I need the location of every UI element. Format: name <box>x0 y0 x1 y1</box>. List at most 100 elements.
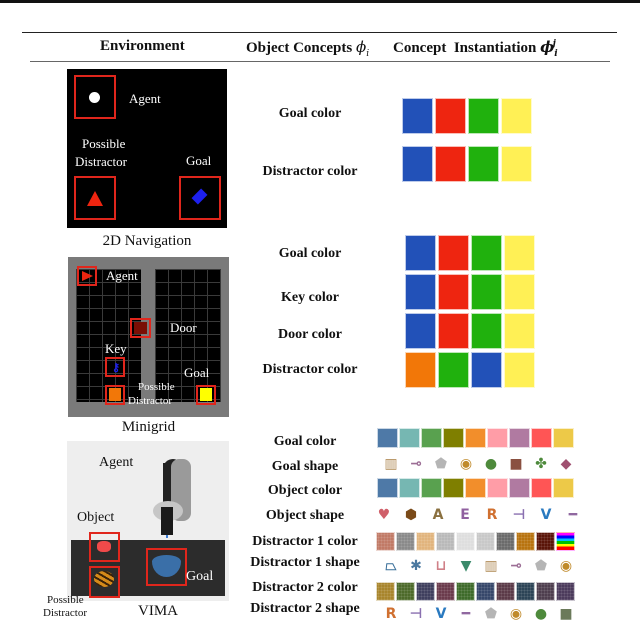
color-swatch <box>501 98 532 134</box>
distractor-label-1: Possible <box>138 381 175 393</box>
block-L-icon: ⊣ <box>512 507 526 523</box>
triangle-icon: ▼ <box>460 558 472 574</box>
color-swatch <box>377 478 398 498</box>
color-swatch <box>531 478 552 498</box>
color-swatch <box>471 313 502 349</box>
letter-R-icon: R <box>385 606 397 622</box>
concept-label: Distractor 2 color <box>252 580 358 595</box>
ring-icon: ◉ <box>459 456 473 472</box>
key-box <box>105 357 125 377</box>
color-swatch <box>402 98 433 134</box>
triangle-icon <box>87 191 103 206</box>
flower-icon: ✤ <box>535 456 547 472</box>
color-swatch <box>405 313 436 349</box>
distractor-box <box>74 176 116 220</box>
minigrid-image: Agent Door Key ⚷ Goal Possible Distracto… <box>68 257 229 417</box>
caption-minigrid: Minigrid <box>121 419 176 435</box>
texture-swatch <box>496 532 515 551</box>
distractor-label-2: Distractor <box>43 607 87 619</box>
concept-label: Object color <box>267 483 343 498</box>
texture-swatch <box>396 582 415 601</box>
texture-swatch <box>416 532 435 551</box>
phi-symbol: ϕi <box>355 38 370 59</box>
distractor-label-1: Possible <box>82 136 126 151</box>
color-swatch <box>471 274 502 310</box>
agent-box <box>77 266 97 286</box>
color-swatch <box>553 478 574 498</box>
concept-label: Distractor 2 shape <box>250 601 360 616</box>
concept-label: Distractor 1 shape <box>250 555 360 570</box>
color-swatch <box>438 313 469 349</box>
concept-label: Goal shape <box>271 459 339 474</box>
color-swatch <box>509 428 530 448</box>
key-label: Key <box>105 341 127 356</box>
distractor-box <box>105 385 125 405</box>
color-swatch <box>471 352 502 388</box>
color-swatch <box>443 478 464 498</box>
round-pattern-icon: ● <box>534 606 548 622</box>
frame-icon: ⏢ <box>385 558 397 574</box>
header-concept-instantiation: Concept Instantiation ϕij <box>393 38 558 59</box>
letter-R-icon: R <box>486 507 498 523</box>
letter-V-icon: V <box>435 606 447 622</box>
texture-swatch <box>396 532 415 551</box>
texture-swatch <box>436 532 455 551</box>
pan-icon: ⊸ <box>510 558 522 574</box>
concept-label: Distractor color <box>262 362 358 377</box>
nav2d-image: Agent Possible Distractor Goal <box>67 69 227 228</box>
header-environment: Environment <box>100 38 185 54</box>
color-swatch <box>504 235 535 271</box>
texture-swatch <box>496 582 515 601</box>
container-icon: ■ <box>509 456 523 472</box>
color-swatch <box>377 428 398 448</box>
texture-swatch <box>536 582 555 601</box>
goal-box <box>179 176 221 220</box>
block-L-icon: ⊣ <box>409 606 423 622</box>
robot-gripper <box>161 507 173 535</box>
color-swatch <box>468 98 499 134</box>
door-icon <box>134 322 147 334</box>
agent-box <box>74 75 116 119</box>
gripper-tip <box>166 535 168 538</box>
door-box <box>130 318 151 338</box>
color-swatch <box>405 352 436 388</box>
distractor-label-1: Possible <box>47 594 84 606</box>
object-box <box>89 532 120 562</box>
color-swatch <box>399 478 420 498</box>
color-swatch <box>438 235 469 271</box>
color-swatch <box>487 428 508 448</box>
object-label: Object <box>77 510 115 525</box>
texture-swatch <box>556 582 575 601</box>
color-swatch <box>435 98 466 134</box>
header-bottom-rule <box>30 61 610 62</box>
color-swatch <box>501 146 532 182</box>
color-swatch <box>421 428 442 448</box>
caption-vima: VIMA <box>138 603 178 619</box>
texture-swatch <box>376 582 395 601</box>
concept-label: Goal color <box>278 106 342 121</box>
concept-label: Distractor 1 color <box>252 534 358 549</box>
concept-label: Distractor color <box>262 164 358 179</box>
hexagon-icon: ⬢ <box>404 507 418 523</box>
color-swatch <box>465 428 486 448</box>
concept-label: Goal color <box>278 246 342 261</box>
color-swatch <box>438 274 469 310</box>
vima-image: Agent Object Goal <box>67 441 229 601</box>
pentagon-icon: ⬟ <box>434 456 448 472</box>
u-shape-icon: ⊔ <box>435 558 447 574</box>
agent-circle-icon <box>89 92 100 103</box>
texture-swatch <box>416 582 435 601</box>
color-swatch <box>471 235 502 271</box>
object-icon <box>97 541 111 552</box>
phi-ij-symbol: ϕij <box>540 38 558 59</box>
color-swatch <box>531 428 552 448</box>
texture-swatch <box>476 532 495 551</box>
line-icon: ━ <box>568 507 578 523</box>
texture-swatch <box>556 532 575 551</box>
texture-swatch <box>516 532 535 551</box>
goal-box <box>146 548 187 586</box>
ring-icon: ◉ <box>509 606 523 622</box>
concept-label: Key color <box>281 290 339 305</box>
letter-A-icon: A <box>432 507 444 523</box>
distractor-box <box>89 566 120 598</box>
